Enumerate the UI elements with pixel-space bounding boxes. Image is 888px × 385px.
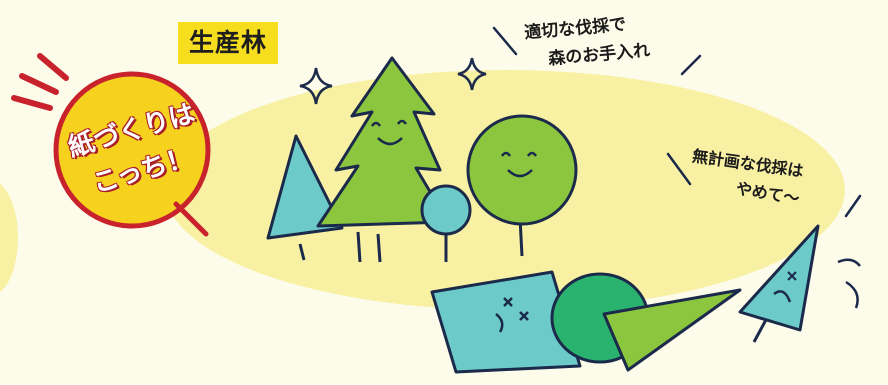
badge [53, 71, 211, 237]
green-pine-tree [316, 56, 450, 263]
left-edge-blob [0, 183, 18, 293]
sweat-drop-icon [837, 258, 861, 267]
speech-stroke [680, 54, 702, 76]
sweat-drop-icon [845, 280, 859, 309]
speech-stroke [844, 194, 862, 218]
speech-stroke [666, 152, 692, 186]
teal-round-tree [420, 184, 472, 262]
sparkle-icon [457, 57, 487, 91]
sad-teal-tree [738, 224, 820, 343]
green-round-tree [466, 114, 578, 257]
production-forest-label: 生産林 [178, 22, 279, 64]
emphasis-lines [11, 53, 69, 111]
fallen-green-triangle [602, 288, 742, 372]
speech-stroke [492, 26, 518, 56]
teal-triangle-tree [266, 134, 344, 261]
sparkle-icon [299, 67, 333, 105]
fallen-teal-tree [430, 270, 582, 374]
